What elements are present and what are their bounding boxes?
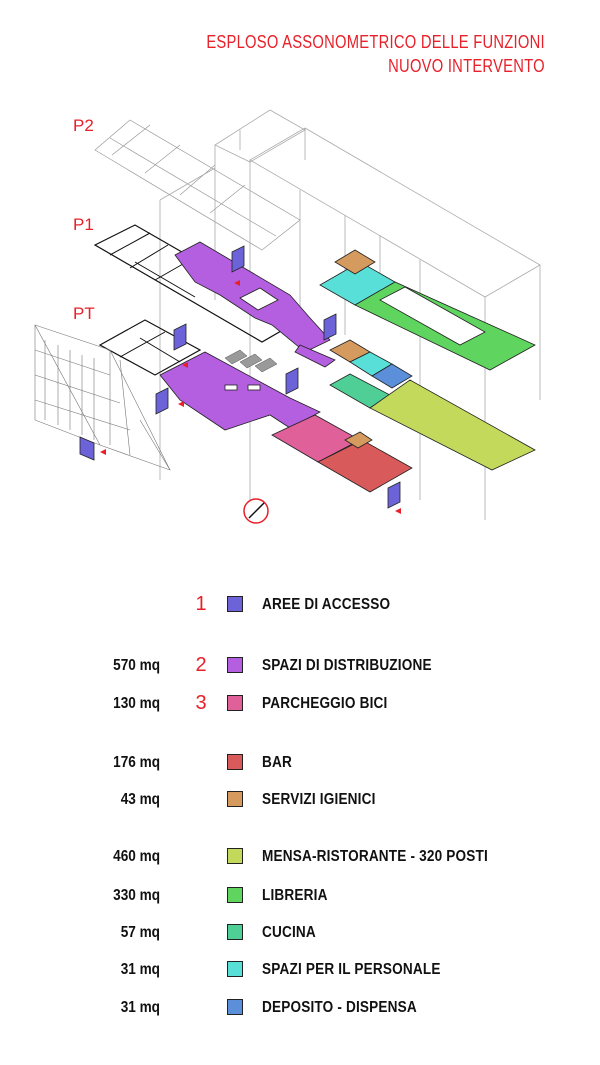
legend-label: BAR: [262, 754, 292, 771]
legend-color-swatch: [227, 924, 243, 940]
diagram-title: ESPLOSO ASSONOMETRICO DELLE FUNZIONI NUO…: [206, 30, 545, 78]
legend-row: 43 mq SERVIZI IGIENICI: [0, 789, 600, 813]
legend-row: 130 mq 3 PARCHEGGIO BICI: [0, 692, 600, 717]
title-line-1: ESPLOSO ASSONOMETRICO DELLE FUNZIONI: [206, 32, 545, 52]
legend-area-value: 460 mq: [113, 848, 160, 865]
legend-label: SERVIZI IGIENICI: [262, 791, 376, 808]
legend-color-swatch: [227, 754, 243, 770]
legend-color-swatch: [227, 848, 243, 864]
legend-label: AREE DI ACCESSO: [262, 596, 391, 613]
legend-color-swatch: [227, 999, 243, 1015]
legend-label: LIBRERIA: [262, 887, 328, 904]
level-pt-plan: [98, 319, 536, 493]
legend-area-value: 330 mq: [113, 887, 160, 904]
legend-row: 57 mq CUCINA: [0, 922, 600, 946]
legend-row: 31 mq SPAZI PER IL PERSONALE: [0, 959, 600, 983]
legend-label: SPAZI PER IL PERSONALE: [262, 961, 441, 978]
legend-color-swatch: [227, 657, 243, 673]
axonometric-diagram: [34, 109, 541, 524]
legend-area-value: 176 mq: [113, 754, 160, 771]
legend-number: 2: [195, 654, 207, 676]
legend-area-value: 130 mq: [113, 695, 160, 712]
access-arrows: [100, 280, 401, 514]
legend-row: 460 mq MENSA-RISTORANTE - 320 POSTI: [0, 846, 600, 870]
legend-label: CUCINA: [262, 924, 316, 941]
legend-row: 1 AREE DI ACCESSO: [0, 593, 600, 618]
legend-label: PARCHEGGIO BICI: [262, 695, 388, 712]
level-label-pt: PT: [73, 304, 95, 323]
access-panels: [79, 245, 401, 509]
level-label-p1: P1: [73, 215, 94, 234]
legend-number: 1: [195, 593, 207, 615]
legend-row: 570 mq 2 SPAZI DI DISTRIBUZIONE: [0, 654, 600, 679]
legend-color-swatch: [227, 596, 243, 612]
legend-row: 176 mq BAR: [0, 752, 600, 776]
legend-color-swatch: [227, 961, 243, 977]
historic-facade: [34, 324, 171, 471]
legend-area-value: 570 mq: [113, 657, 160, 674]
level-p1-plan: [93, 224, 536, 371]
legend-row: 31 mq DEPOSITO - DISPENSA: [0, 997, 600, 1021]
level-p2-plan: [94, 119, 301, 251]
level-label-p2: P2: [73, 116, 94, 135]
north-compass-icon: [243, 498, 269, 524]
legend-color-swatch: [227, 887, 243, 903]
legend-area-value: 31 mq: [120, 999, 160, 1016]
legend-row: 330 mq LIBRERIA: [0, 885, 600, 909]
legend-label: MENSA-RISTORANTE - 320 POSTI: [262, 848, 488, 865]
legend-color-swatch: [227, 695, 243, 711]
legend-color-swatch: [227, 791, 243, 807]
title-line-2: NUOVO INTERVENTO: [388, 56, 545, 76]
legend-area-value: 43 mq: [120, 791, 160, 808]
legend-label: DEPOSITO - DISPENSA: [262, 999, 417, 1016]
stair-ramp: [224, 349, 278, 373]
legend-number: 3: [195, 692, 207, 714]
legend-area-value: 31 mq: [120, 961, 160, 978]
legend-label: SPAZI DI DISTRIBUZIONE: [262, 657, 432, 674]
legend-area-value: 57 mq: [120, 924, 160, 941]
